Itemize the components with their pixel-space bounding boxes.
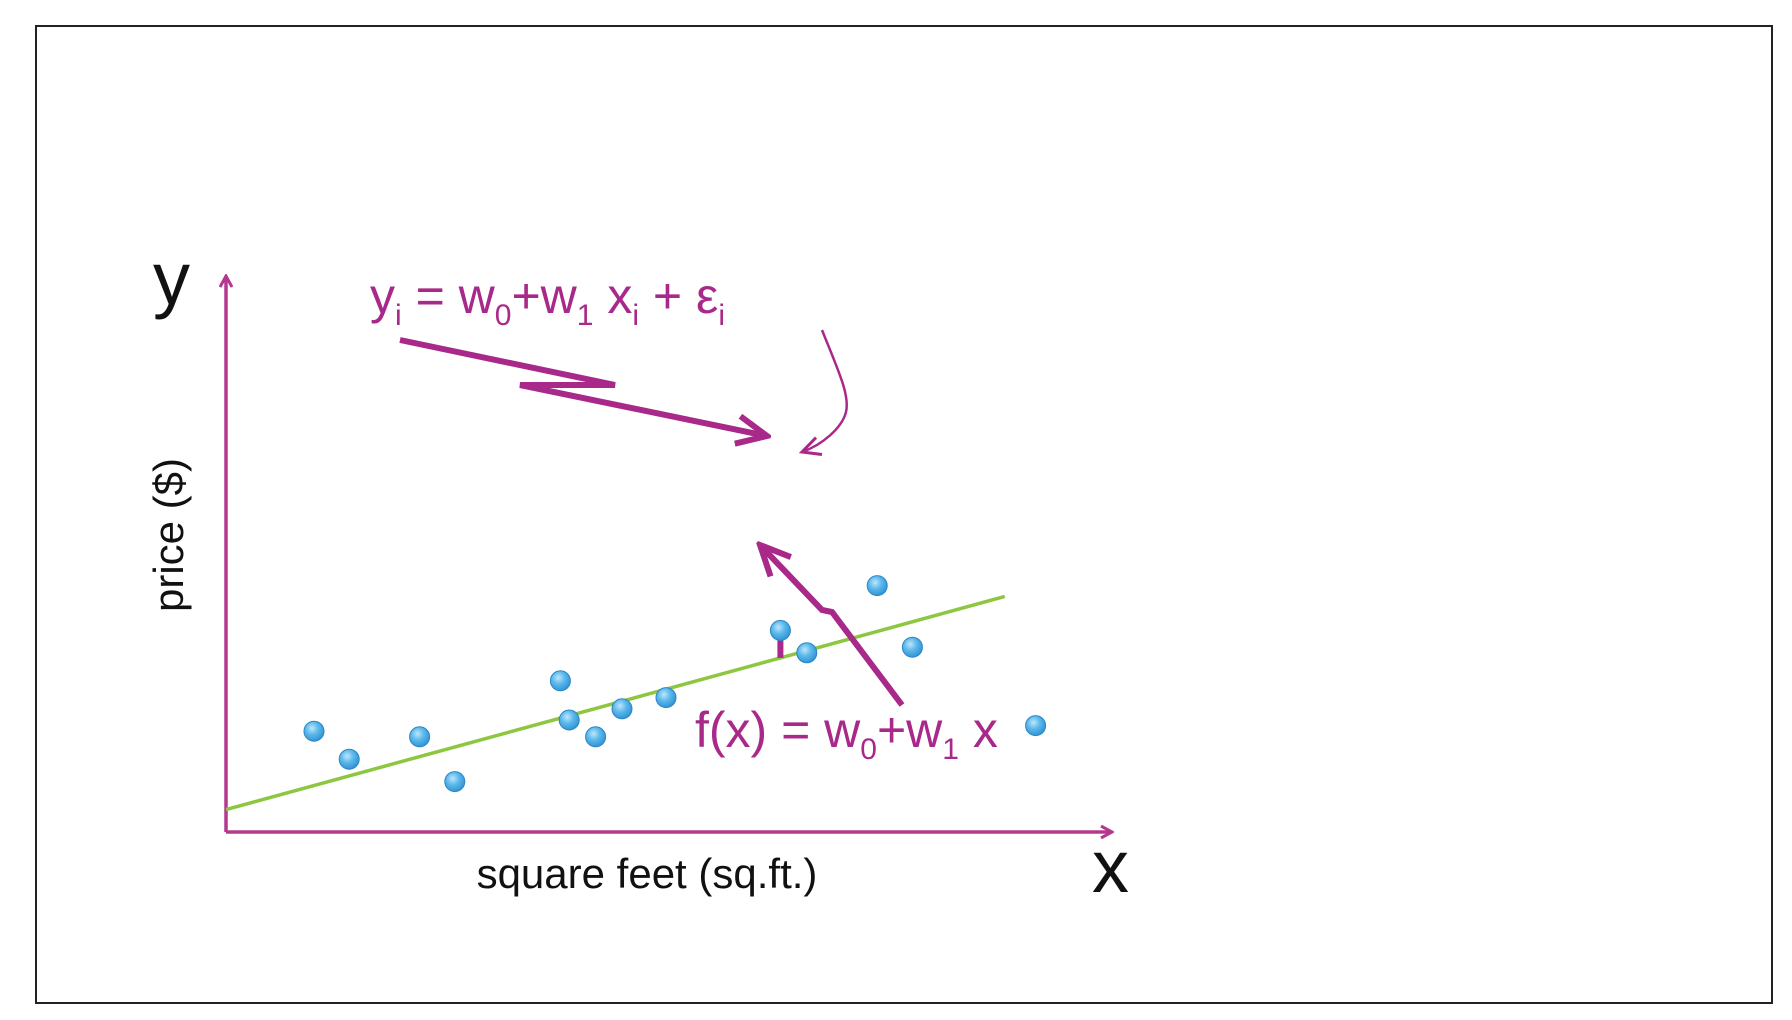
- x-axis-letter: x: [1092, 825, 1129, 908]
- data-point: [444, 771, 466, 793]
- y-axis-letter: y: [153, 237, 190, 320]
- data-point: [901, 636, 923, 658]
- data-point: [303, 720, 325, 742]
- data-point: [796, 642, 818, 664]
- fit-equation: f(x) = w0+w1 x: [695, 702, 998, 766]
- data-point: [549, 670, 571, 692]
- data-point: [585, 726, 607, 748]
- x-axis-label: square feet (sq.ft.): [477, 850, 818, 897]
- observed-point-arrow: [399, 337, 767, 436]
- observed-equation: yi = w0+w1 xi + εi: [370, 268, 725, 332]
- data-point: [866, 575, 888, 597]
- data-point: [655, 687, 677, 709]
- data-point: [409, 726, 431, 748]
- fit-line-arrow: [760, 545, 905, 707]
- slide-frame: [35, 25, 1773, 1004]
- data-point: [338, 748, 360, 770]
- data-point: [611, 698, 633, 720]
- data-point: [769, 619, 791, 641]
- data-points: [303, 575, 1047, 793]
- data-point: [1025, 715, 1047, 737]
- error-term-arrow: [798, 329, 848, 457]
- data-point: [558, 709, 580, 731]
- y-axis-label: price ($): [145, 458, 192, 612]
